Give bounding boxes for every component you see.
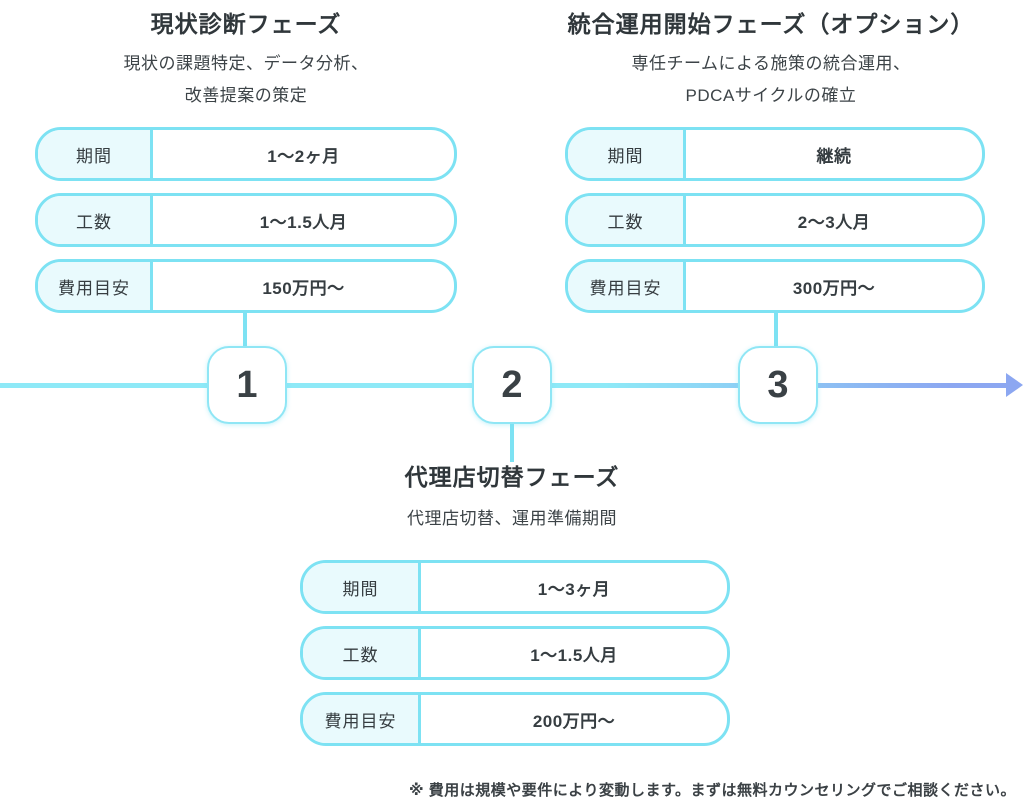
spec-value: 継続 — [816, 146, 852, 166]
step-badge-3: 3 — [738, 346, 818, 424]
phase-1-subtitle: 現状の課題特定、データ分析、 改善提案の策定 — [16, 48, 476, 112]
table-row: 期間 1〜3ヶ月 — [300, 560, 730, 614]
phase-2-subtitle-line-1: 代理店切替、運用準備期間 — [407, 509, 617, 528]
phase-1-spec-table: 期間 1〜2ヶ月 工数 1〜1.5人月 費用目安 150万円〜 — [35, 127, 457, 313]
spec-value: 1〜3ヶ月 — [537, 579, 611, 599]
table-row: 期間 1〜2ヶ月 — [35, 127, 457, 181]
phase-1-title: 現状診断フェーズ — [150, 11, 342, 37]
phase-1-subtitle-line-1: 現状の課題特定、データ分析、 — [123, 54, 369, 73]
spec-value: 1〜2ヶ月 — [267, 146, 340, 166]
timeline-arrowhead-icon — [1006, 373, 1023, 397]
spec-value: 2〜3人月 — [797, 212, 871, 232]
table-row: 期間 継続 — [565, 127, 985, 181]
phase-3-subtitle-line-1: 専任チームによる施策の統合運用、 — [631, 54, 911, 73]
table-row: 工数 1〜1.5人月 — [300, 626, 730, 680]
step-badge-1: 1 — [207, 346, 287, 424]
spec-label: 期間 — [568, 130, 686, 178]
phase-1-subtitle-line-2: 改善提案の策定 — [184, 86, 308, 105]
spec-label: 費用目安 — [303, 695, 421, 743]
phase-2-subtitle: 代理店切替、運用準備期間 — [282, 503, 742, 535]
step-number: 2 — [501, 364, 523, 406]
phase-3-spec-table: 期間 継続 工数 2〜3人月 費用目安 300万円〜 — [565, 127, 985, 313]
step-badge-2: 2 — [472, 346, 552, 424]
spec-label: 工数 — [568, 196, 686, 244]
table-row: 費用目安 300万円〜 — [565, 259, 985, 313]
phase-2-connector — [510, 423, 514, 462]
spec-label: 費用目安 — [568, 262, 686, 310]
footnote: ※ 費用は規模や要件により変動します。まずは無料カウンセリングでご相談ください。 — [409, 782, 1016, 799]
spec-value: 300万円〜 — [792, 278, 876, 298]
step-number: 1 — [236, 364, 258, 406]
spec-label: 工数 — [38, 196, 153, 244]
spec-label: 費用目安 — [38, 262, 153, 310]
spec-label: 期間 — [303, 563, 421, 611]
phase-2-spec-table: 期間 1〜3ヶ月 工数 1〜1.5人月 費用目安 200万円〜 — [300, 560, 730, 746]
phase-2-title: 代理店切替フェーズ — [404, 464, 620, 490]
phase-3-subtitle-line-2: PDCAサイクルの確立 — [685, 86, 857, 105]
spec-value: 200万円〜 — [532, 711, 616, 731]
phase-1-connector — [243, 312, 247, 347]
phase-3-connector — [774, 312, 778, 347]
phase-3-subtitle: 専任チームによる施策の統合運用、 PDCAサイクルの確立 — [528, 48, 1014, 112]
spec-label: 期間 — [38, 130, 153, 178]
step-number: 3 — [767, 364, 789, 406]
table-row: 費用目安 150万円〜 — [35, 259, 457, 313]
table-row: 工数 1〜1.5人月 — [35, 193, 457, 247]
table-row: 工数 2〜3人月 — [565, 193, 985, 247]
table-row: 費用目安 200万円〜 — [300, 692, 730, 746]
spec-value: 1〜1.5人月 — [530, 645, 618, 665]
phase-3-title: 統合運用開始フェーズ（オプション） — [567, 11, 975, 37]
spec-value: 1〜1.5人月 — [259, 212, 348, 232]
spec-label: 工数 — [303, 629, 421, 677]
spec-value: 150万円〜 — [262, 278, 345, 298]
